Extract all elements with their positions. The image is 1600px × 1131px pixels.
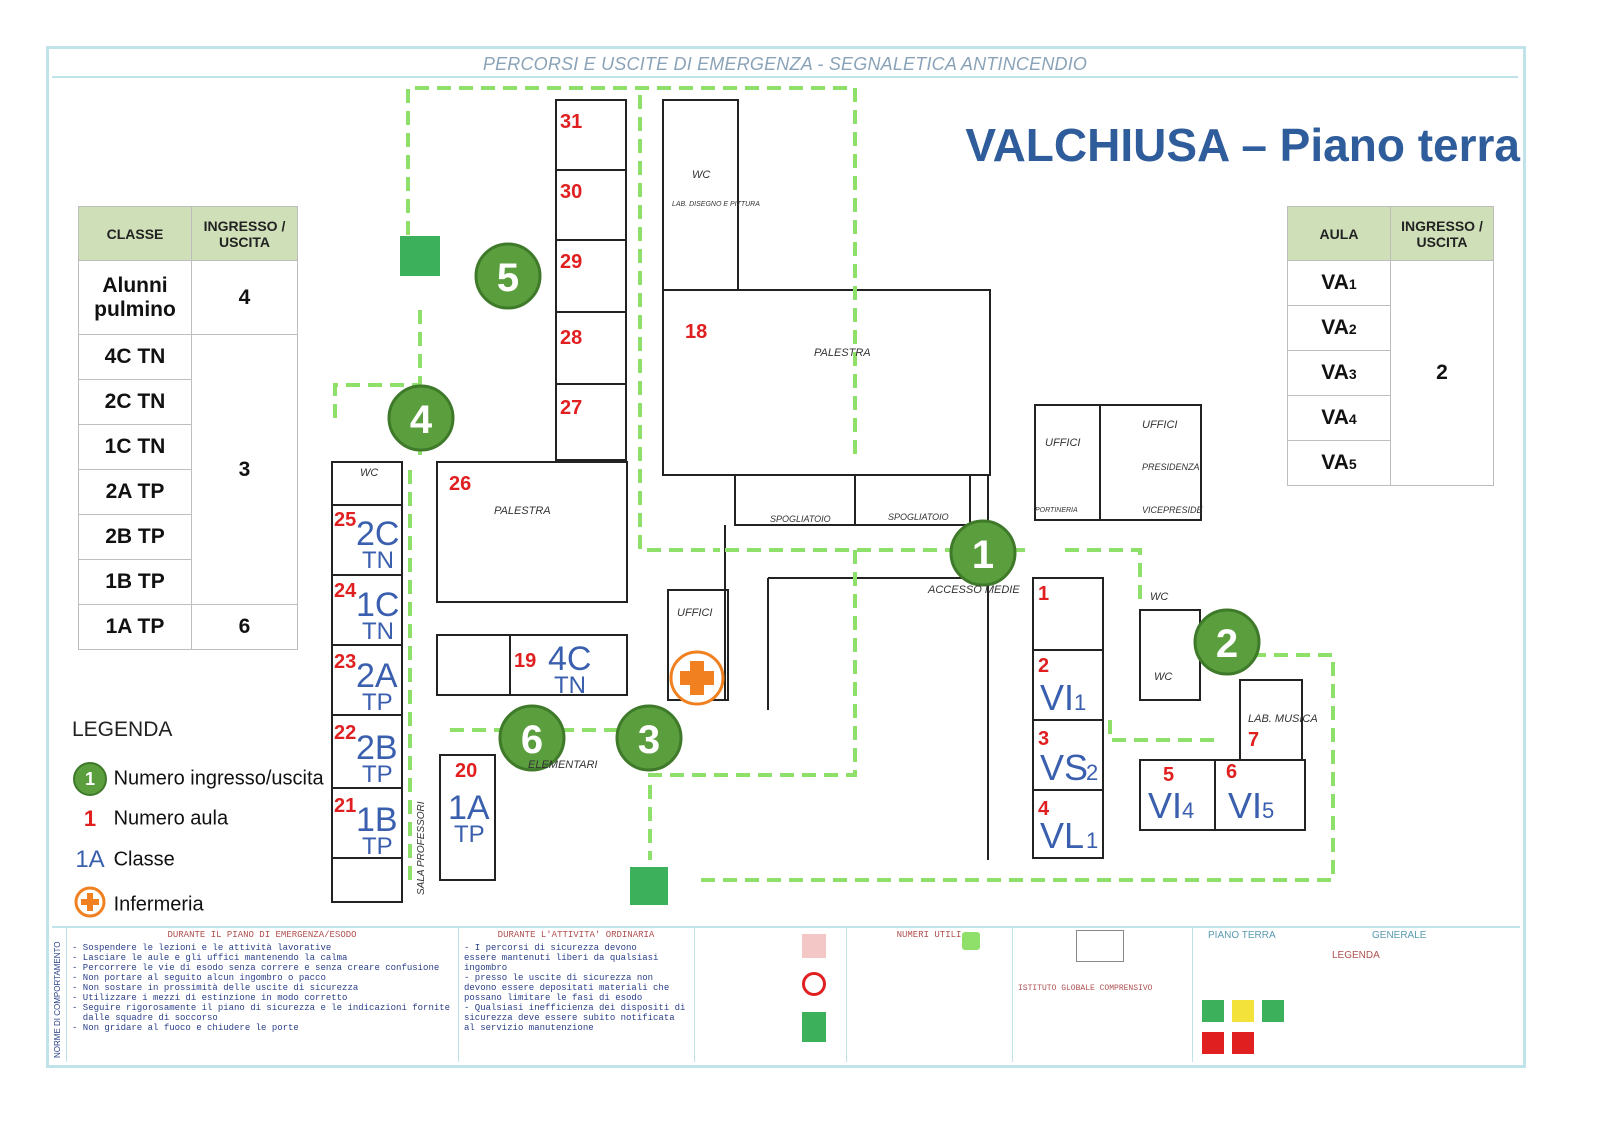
behaviour-side-label: NORME DI COMPORTAMENTO: [52, 928, 67, 1062]
warning-sign-icon: [1232, 1000, 1254, 1022]
col-classe: CLASSE: [78, 206, 192, 261]
table-cell: 1B TP: [78, 559, 192, 605]
extinguisher-sign-icon: [1202, 1032, 1224, 1054]
table-cell: 1C TN: [78, 424, 192, 470]
prohibition-sign-icon: [802, 972, 826, 996]
col-uscita: INGRESSO / USCITA: [191, 206, 298, 261]
exit-sign-icon: [1202, 1000, 1224, 1022]
table-cell: VA3: [1287, 350, 1391, 396]
table-cell: 2A TP: [78, 469, 192, 515]
school-logo: [1076, 930, 1124, 962]
alarm-panel: DURANTE IL PIANO DI EMERGENZA/ESODO - So…: [66, 928, 459, 1062]
fire-sign-icon: [802, 934, 826, 958]
exit-sign-icon: [802, 1012, 826, 1042]
phones-panel: NUMERI UTILI: [846, 928, 1013, 1062]
legend-item: 1A Classe: [72, 846, 174, 874]
table-cell: VA5: [1287, 440, 1391, 486]
legend-item: 1 Numero ingresso/uscita: [72, 762, 324, 796]
table-cell: VA2: [1287, 305, 1391, 351]
page-title: VALCHIUSA – Piano terra: [965, 119, 1520, 171]
col-aula: AULA: [1287, 206, 1391, 261]
signs-panel: [694, 928, 847, 1062]
legend: LEGENDA 1 Numero ingresso/uscita 1 Numer…: [72, 718, 324, 918]
phone-icon: [962, 932, 980, 950]
classes-table: CLASSE INGRESSO / USCITA Alunni pulmino …: [78, 206, 298, 650]
table-cell: 2C TN: [78, 379, 192, 425]
ordinary-panel: DURANTE L'ATTIVITA' ORDINARIA - I percor…: [458, 928, 695, 1062]
first-aid-sign-icon: [1262, 1000, 1284, 1022]
table-cell: VA4: [1287, 395, 1391, 441]
first-aid-icon: [72, 886, 108, 924]
info-panels: NORME DI COMPORTAMENTO DURANTE IL PIANO …: [52, 926, 1520, 1064]
room-number-icon: 1: [83, 806, 97, 831]
legend-panel: PIANO TERRA GENERALE LEGENDA: [1192, 928, 1520, 1062]
legend-item: 1 Numero aula: [72, 806, 228, 832]
table-cell: 4C TN: [78, 334, 192, 380]
table-cell: 4: [191, 260, 298, 335]
table-cell: 2: [1390, 260, 1494, 486]
hydrant-sign-icon: [1232, 1032, 1254, 1054]
legend-item: Infermeria: [72, 886, 204, 924]
table-cell: VA1: [1287, 260, 1391, 306]
col-uscita: INGRESSO / USCITA: [1390, 206, 1494, 261]
school-panel: ISTITUTO GLOBALE COMPRENSIVO: [1012, 928, 1193, 1062]
map-frame: [46, 46, 1526, 1068]
table-cell: Alunni pulmino: [78, 260, 192, 335]
table-cell: 6: [191, 604, 298, 650]
table-cell: 2B TP: [78, 514, 192, 560]
legend-title: LEGENDA: [72, 718, 173, 741]
exit-number-circle-icon: 1: [73, 762, 107, 796]
table-cell: 1A TP: [78, 604, 192, 650]
class-label-icon: 1A: [75, 846, 105, 873]
banner: PERCORSI E USCITE DI EMERGENZA - SEGNALE…: [52, 52, 1518, 78]
table-cell: 3: [191, 334, 298, 605]
